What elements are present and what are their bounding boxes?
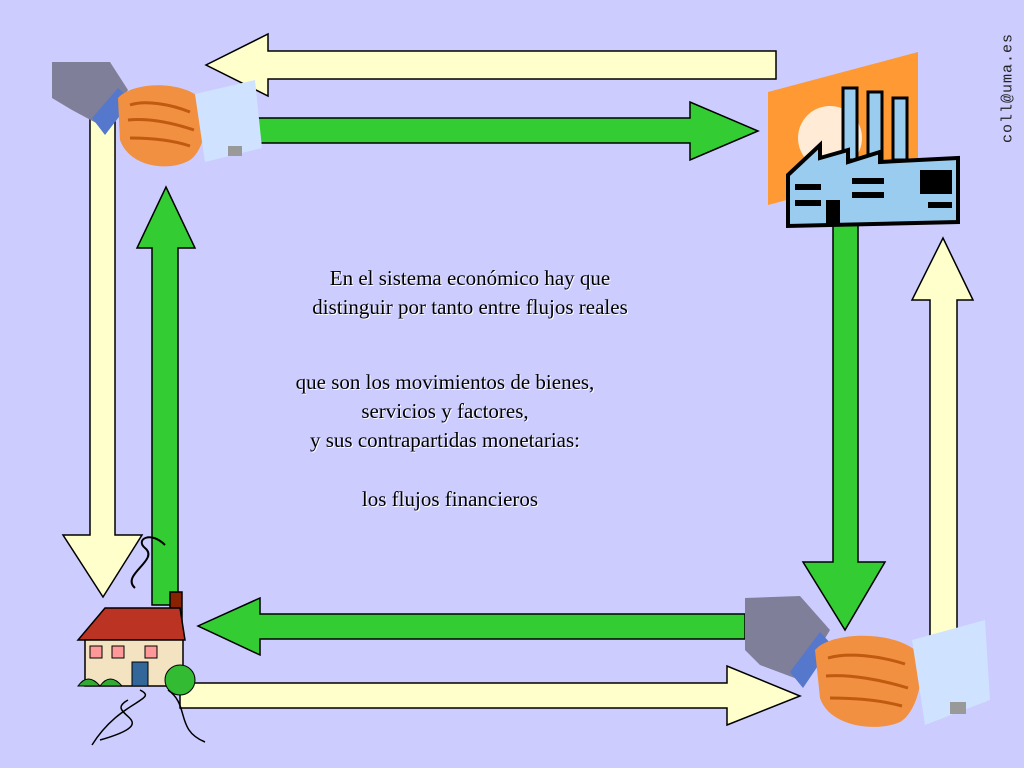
- author-credit: coll@uma.es: [999, 32, 1017, 144]
- arrow-right-real-down: [801, 224, 887, 632]
- text-line-6: los flujos financieros: [361, 487, 539, 511]
- arrow-top-financial-left: [204, 32, 777, 98]
- financial-flows-text: los flujos financieros: [300, 485, 600, 514]
- factory-icon: [768, 52, 960, 229]
- text-line-5: y sus contrapartidas monetarias:: [309, 428, 580, 452]
- real-flows-text: que son los movimientos de bienes, servi…: [200, 368, 690, 455]
- arrow-bottom-real-left: [196, 596, 746, 657]
- handshake-icon: [52, 62, 262, 167]
- text-line-3: que son los movimientos de bienes,: [295, 370, 595, 394]
- house-icon: [76, 536, 206, 746]
- arrow-left-real-up: [135, 185, 197, 606]
- arrow-bottom-financial-right: [179, 664, 803, 727]
- text-line-2: distinguir por tanto entre flujos reales: [312, 295, 628, 319]
- text-line-4: servicios y factores,: [361, 399, 529, 423]
- arrow-left-financial-down: [61, 114, 144, 599]
- text-line-1: En el sistema económico hay que: [329, 266, 611, 290]
- intro-text: En el sistema económico hay que distingu…: [230, 264, 710, 322]
- arrow-right-financial-up: [910, 236, 975, 641]
- handshake-icon: [745, 596, 990, 727]
- arrow-top-real-right: [257, 100, 760, 162]
